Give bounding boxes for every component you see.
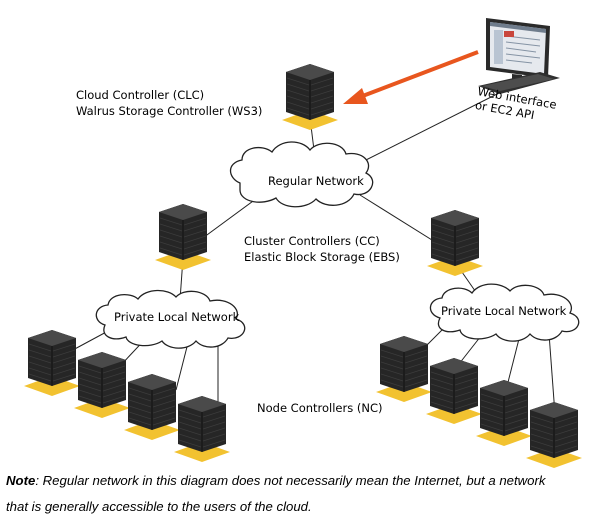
nc-label: Node Controllers (NC): [257, 401, 383, 415]
diagram-note: Note: Regular network in this diagram do…: [6, 468, 604, 520]
api-request-arrow: [343, 50, 479, 104]
ws3-label: Walrus Storage Controller (WS3): [76, 104, 262, 118]
note-label: Note: [6, 473, 36, 488]
link-web-regular: [349, 89, 506, 169]
private-network-right-label: Private Local Network: [441, 304, 567, 318]
ebs-label: Elastic Block Storage (EBS): [244, 250, 400, 264]
nc-server-left-4: [173, 395, 231, 463]
regular-network-label: Regular Network: [268, 174, 364, 188]
private-network-left-cloud: [95, 289, 246, 349]
clc-server: [281, 63, 339, 131]
cc-server-right: [426, 209, 484, 277]
nc-server-right-4: [525, 401, 583, 469]
note-line-2: that is generally accessible to the user…: [6, 499, 312, 514]
note-text-1: : Regular network in this diagram does n…: [35, 473, 546, 488]
private-network-left-label: Private Local Network: [114, 310, 240, 324]
private-network-right-cloud: [429, 283, 580, 342]
nc-server-left-3: [123, 373, 181, 441]
nc-server-right-2: [425, 357, 483, 425]
cc-label: Cluster Controllers (CC): [244, 234, 380, 248]
clc-label: Cloud Controller (CLC): [76, 88, 204, 102]
eucalyptus-architecture-diagram: Cloud Controller (CLC) Walrus Storage Co…: [23, 18, 583, 469]
cc-server-left: [154, 203, 212, 271]
regular-network-cloud: [229, 141, 374, 208]
note-line-1: Note: Regular network in this diagram do…: [6, 468, 604, 494]
nc-server-left-2: [73, 351, 131, 419]
nc-server-left-1: [23, 329, 81, 397]
nc-server-right-3: [475, 379, 533, 447]
nc-server-right-1: [375, 335, 433, 403]
web-interface-workstation[interactable]: [478, 18, 560, 94]
